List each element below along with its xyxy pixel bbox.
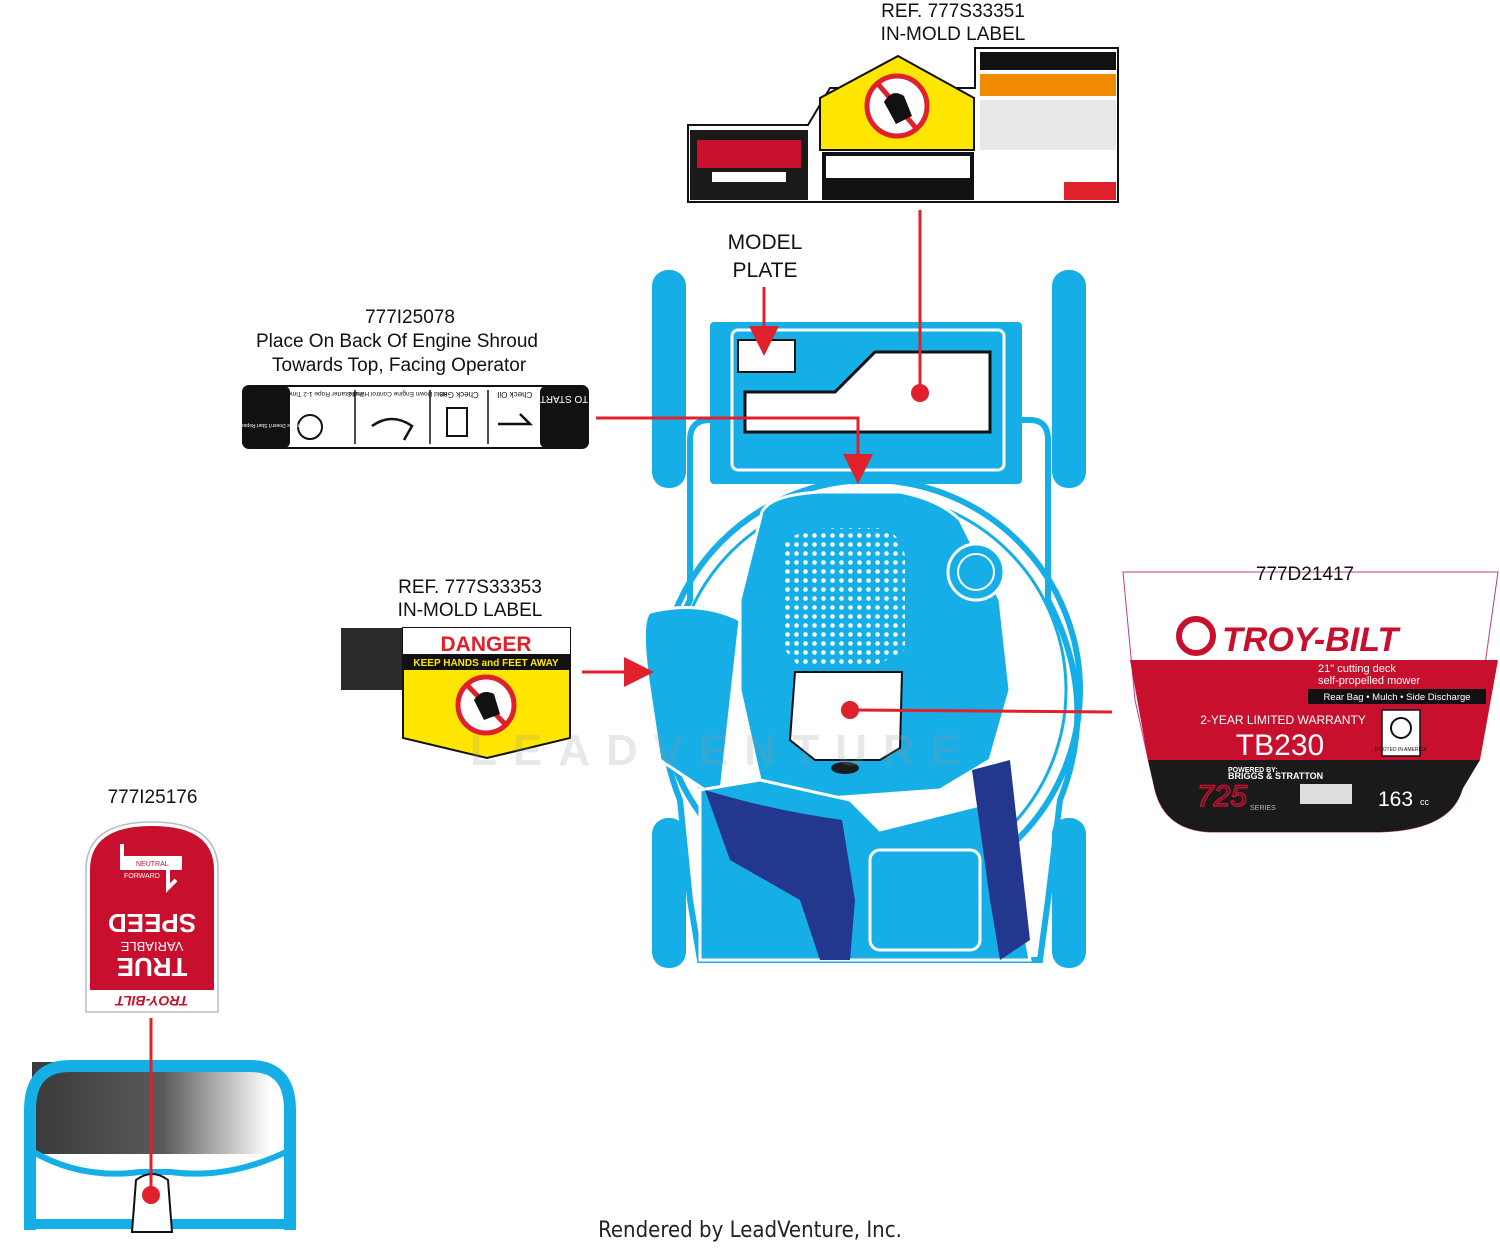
callout-model-plate: MODEL PLATE (700, 229, 830, 285)
callout-777S33353-type: IN-MOLD LABEL (397, 600, 543, 621)
handle-bag-view (24, 1060, 296, 1233)
footer-credit: Rendered by LeadVenture, Inc. (598, 1218, 902, 1243)
callout-777I25176: 777I25176 (80, 786, 225, 809)
sticker-777S33351 (687, 47, 1119, 203)
navy-accent-left (705, 790, 855, 960)
callout-777I25078-line-1: Place On Back Of Engine Shroud (256, 331, 538, 352)
navy-accent-right (972, 760, 1030, 960)
deck-desc-2: self-propelled mower (1318, 675, 1420, 687)
callout-777D21417: 777D21417 (1230, 563, 1380, 586)
series-number: 725 (1197, 780, 1247, 813)
to-start-text: TO START (540, 393, 588, 404)
displacement: 163 (1378, 788, 1413, 811)
rooted-text: ROOTED IN AMERICA (1375, 747, 1427, 753)
displacement-unit: cc (1420, 797, 1430, 807)
callout-777D21417-part: 777D21417 (1255, 564, 1355, 585)
danger-title: DANGER (440, 633, 531, 656)
step-4-text: Pull Starter Rope 1-2 Times (283, 390, 364, 397)
sticker-777I25176 (85, 821, 219, 1013)
callout-777I25078-line-2: Towards Top, Facing Operator (272, 355, 527, 376)
tvs-brand: TROY-BILT (114, 993, 188, 1009)
step-3-text: Hold Down Engine Control Handle (348, 390, 447, 397)
warranty-text: 2-YEAR LIMITED WARRANTY (1200, 713, 1366, 727)
wheel-front-right (1052, 818, 1086, 968)
step-1-text: Check Oil (497, 390, 532, 399)
callout-777S33351-ref: REF. 777S33351 (881, 1, 1025, 22)
callout-777S33351: REF. 777S33351 IN-MOLD LABEL (853, 0, 1053, 46)
powered-by: POWERED BY: (1228, 767, 1278, 774)
label-recess (743, 350, 992, 434)
tvs-line-1: TRUE (117, 952, 188, 982)
tvs-forward: FORWARD (124, 873, 160, 880)
wheel-rear-left (652, 270, 686, 488)
troybilt-logo-icon (1176, 616, 1216, 656)
tvs-line-3: SPEED (108, 908, 196, 938)
series-word: SERIES (1250, 805, 1276, 812)
model-number: TB230 (1236, 729, 1324, 762)
sticker-777D21417 (1122, 571, 1499, 833)
callout-777I25078: 777I25078 Place On Back Of Engine Shroud… (240, 306, 580, 378)
callout-dot-777D21417 (841, 701, 859, 719)
mower-top-view (642, 270, 1086, 968)
callout-dot-777S33351 (911, 384, 929, 402)
callout-lines (142, 210, 1113, 1204)
sticker-777S33353 (341, 627, 571, 760)
callout-777S33351-type: IN-MOLD LABEL (880, 24, 1026, 45)
model-plate-line-2: PLATE (732, 259, 798, 282)
step-2-text: Check Gas (439, 390, 479, 399)
step-5-text: If Engine Doesn't Start Repeat Steps (225, 422, 307, 428)
model-plate-line-1: MODEL (727, 231, 803, 254)
wheel-front-left (652, 818, 686, 968)
callout-777S33353-ref: REF. 777S33353 (398, 577, 542, 598)
tvs-neutral: NEUTRAL (136, 861, 169, 868)
callout-dot-777I25176 (142, 1186, 160, 1204)
callout-777I25176-part: 777I25176 (107, 787, 198, 808)
deck-desc-1: 21" cutting deck (1318, 663, 1396, 675)
sticker-777I25078 (242, 385, 589, 449)
danger-keep-away: KEEP HANDS and FEET AWAY (413, 658, 559, 669)
troybilt-brand: TROY-BILT (1222, 621, 1401, 659)
deck-features: Rear Bag • Mulch • Side Discharge (1323, 692, 1470, 703)
watermark: LEADVENTURE (470, 726, 977, 775)
tvs-line-2: VARIABLE (120, 939, 183, 954)
callout-777S33353: REF. 777S33353 IN-MOLD LABEL (370, 576, 570, 622)
handle-frame (24, 1060, 296, 1230)
wheel-rear-right (1052, 270, 1086, 488)
engine-brand: BRIGGS & STRATTON (1228, 771, 1323, 781)
model-plate-area (737, 339, 796, 373)
fuel-cap (946, 542, 1006, 602)
callout-777I25078-part: 777I25078 (365, 307, 455, 328)
